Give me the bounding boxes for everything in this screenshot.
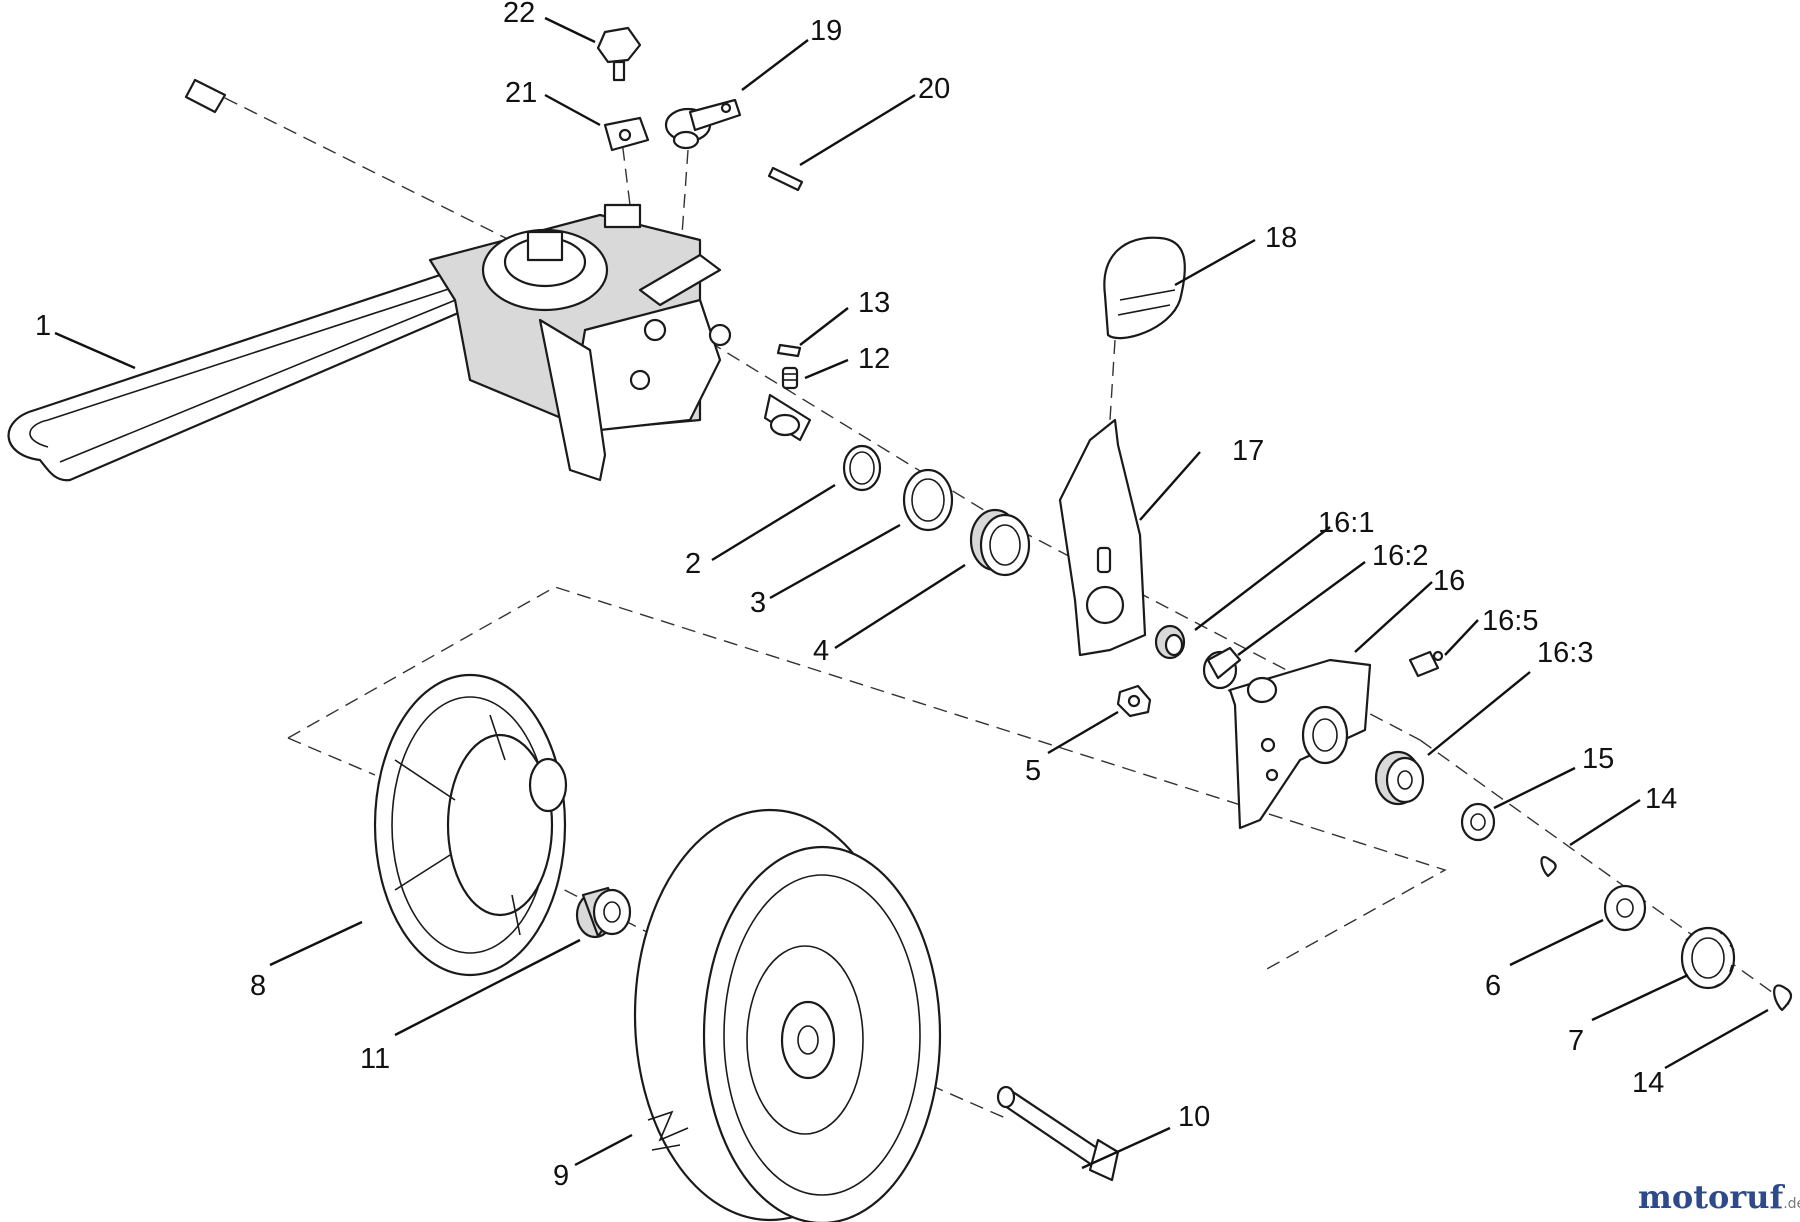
wheel-hubcap bbox=[373, 673, 568, 977]
callout-11: 11 bbox=[360, 1043, 390, 1075]
control-lever-arm bbox=[664, 98, 742, 150]
wheel-spacer bbox=[575, 886, 632, 939]
callout-5: 5 bbox=[1025, 755, 1041, 787]
brand-watermark: motoruf.de bbox=[1638, 1178, 1800, 1216]
wheel-bracket bbox=[1228, 658, 1372, 830]
callout-6: 6 bbox=[1485, 970, 1501, 1002]
callout-16: 16 bbox=[1433, 565, 1465, 597]
callout-4: 4 bbox=[813, 635, 829, 667]
thrust-washer bbox=[1460, 802, 1496, 842]
watermark-text: motoruf.de bbox=[1638, 1178, 1800, 1216]
callout-7: 7 bbox=[1568, 1025, 1584, 1057]
callout-16-3: 16:3 bbox=[1537, 637, 1593, 669]
watermark-suffix: .de bbox=[1783, 1196, 1800, 1212]
roll-pin bbox=[767, 166, 804, 192]
lever-knob bbox=[1103, 236, 1186, 340]
callout-14b: 14 bbox=[1632, 1067, 1664, 1099]
spacer bbox=[1202, 646, 1242, 690]
wheel bbox=[633, 808, 942, 1222]
height-adjust-plate bbox=[1058, 418, 1147, 657]
hex-nut bbox=[1116, 684, 1152, 718]
axle-shaft bbox=[184, 78, 812, 442]
callout-3: 3 bbox=[750, 587, 766, 619]
callout-16-1: 16:1 bbox=[1318, 507, 1374, 539]
callout-16-5: 16:5 bbox=[1482, 605, 1538, 637]
callout-leaders bbox=[54, 16, 1769, 1170]
callout-22: 22 bbox=[503, 0, 535, 29]
grease-fitting bbox=[1408, 650, 1444, 678]
flange-bushing bbox=[969, 508, 1031, 577]
washer bbox=[1603, 884, 1647, 932]
callout-20: 20 bbox=[918, 73, 950, 105]
callout-14: 14 bbox=[1645, 783, 1677, 815]
key bbox=[776, 343, 802, 358]
bearing bbox=[1154, 624, 1186, 660]
wheel-bearing bbox=[1374, 750, 1425, 806]
transmission-assembly bbox=[428, 203, 732, 482]
shoulder-bolt bbox=[996, 1085, 1120, 1182]
callout-1: 1 bbox=[35, 310, 51, 342]
clip bbox=[1540, 856, 1557, 878]
callout-9: 9 bbox=[553, 1160, 569, 1192]
callout-2: 2 bbox=[685, 548, 701, 580]
end-clip bbox=[1773, 984, 1793, 1012]
drive-pinion-gear bbox=[1680, 926, 1736, 990]
watermark-main: motoruf bbox=[1638, 1178, 1785, 1216]
callout-21: 21 bbox=[505, 77, 537, 109]
callout-18: 18 bbox=[1265, 222, 1297, 254]
hex-bolt bbox=[596, 26, 642, 82]
spring bbox=[781, 366, 799, 390]
square-nut-plate bbox=[603, 116, 650, 152]
callout-15: 15 bbox=[1582, 743, 1614, 775]
retaining-ring bbox=[842, 444, 882, 492]
callout-19: 19 bbox=[810, 15, 842, 47]
drive-belt bbox=[7, 263, 502, 482]
callout-16-2: 16:2 bbox=[1372, 540, 1428, 572]
callout-17: 17 bbox=[1232, 435, 1264, 467]
callout-8: 8 bbox=[250, 970, 266, 1002]
callout-12: 12 bbox=[858, 343, 890, 375]
callout-13: 13 bbox=[858, 287, 890, 319]
flat-washer bbox=[902, 468, 954, 532]
callout-labels: 22 19 21 20 18 1 13 12 17 2 3 16:1 16:2 … bbox=[35, 0, 1677, 1192]
callout-10: 10 bbox=[1178, 1101, 1210, 1133]
